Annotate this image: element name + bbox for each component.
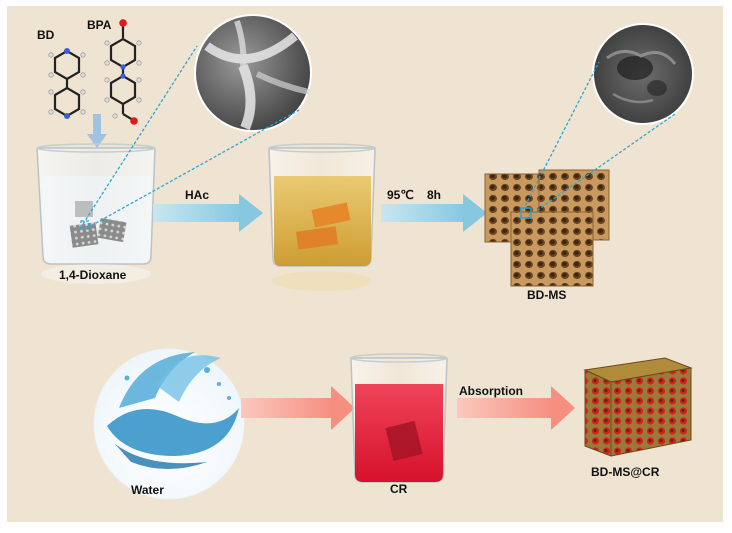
zoom-lines-sem2 [522,61,676,217]
beaker-dioxane [36,143,156,284]
arrow-heating [381,194,487,232]
label-hac: HAc [185,188,210,202]
beaker-yellow [268,143,376,291]
label-bd: BD [37,28,55,42]
bpa-atoms [104,19,142,125]
bd-atoms [48,48,86,119]
schematic-diagram: BD BPA 1,4-Dioxane HAc 95℃ 8h BD-MS Wate… [7,6,723,522]
arrow-water-to-cr [241,386,355,430]
zoom-lines-sem1 [80,45,300,230]
label-cr: CR [390,482,408,496]
bpa-molecule [109,26,137,121]
label-dioxane: 1,4-Dioxane [59,268,127,282]
label-temperature: 95℃ [387,188,414,202]
diagram-graphics [36,14,694,500]
sem-image-porous [592,23,694,125]
bd-molecule [53,49,81,118]
bd-ms-cr-sponge [583,357,693,457]
down-arrow [87,114,107,148]
label-bd-ms-cr: BD-MS@CR [591,465,660,479]
bd-ms-sponge [484,169,610,287]
water-splash [93,348,245,500]
label-time: 8h [427,188,442,202]
sem-image-fiber [194,14,312,132]
beaker-cr [350,353,448,483]
arrow-hac [153,194,263,232]
label-water: Water [131,483,164,497]
label-absorption: Absorption [459,384,523,398]
label-bd-ms: BD-MS [527,288,567,302]
arrow-absorption [457,386,575,430]
label-bpa: BPA [87,18,112,32]
